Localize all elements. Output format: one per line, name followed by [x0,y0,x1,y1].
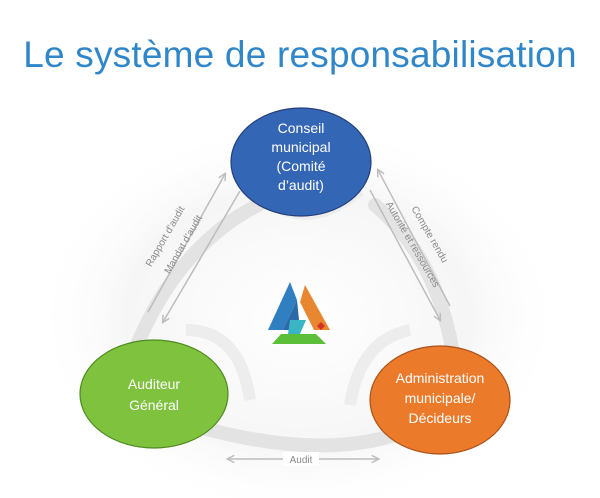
page-title: Le système de responsabilisation [23,34,577,75]
node-council: Conseil municipal (Comité d’audit) [230,107,372,217]
council-line-1: Conseil [278,120,325,136]
node-admin: Administration municipale/ Décideurs [369,345,511,455]
council-line-2: municipal [271,139,330,155]
arrow-audit-report [147,174,225,313]
label-audit: Audit [290,455,313,466]
auditor-line-1: Auditeur [128,376,180,392]
arrow-authority-resources [369,189,440,320]
triangle-logo-icon [268,282,330,344]
arrow-audit-mandate [163,190,241,322]
inner-curve-right [344,324,412,406]
inner-curve-left [185,324,256,401]
node-auditor: Auditeur Général [79,339,229,449]
council-line-4: d’audit) [278,177,324,193]
admin-line-2: municipale/ [405,390,476,406]
audit-label-backdrop [283,452,319,466]
auditor-line-2: Général [129,397,179,413]
council-line-3: (Comité [276,158,325,174]
arrow-report-back [378,170,451,307]
admin-line-1: Administration [396,370,485,386]
admin-line-3: Décideurs [408,410,471,426]
